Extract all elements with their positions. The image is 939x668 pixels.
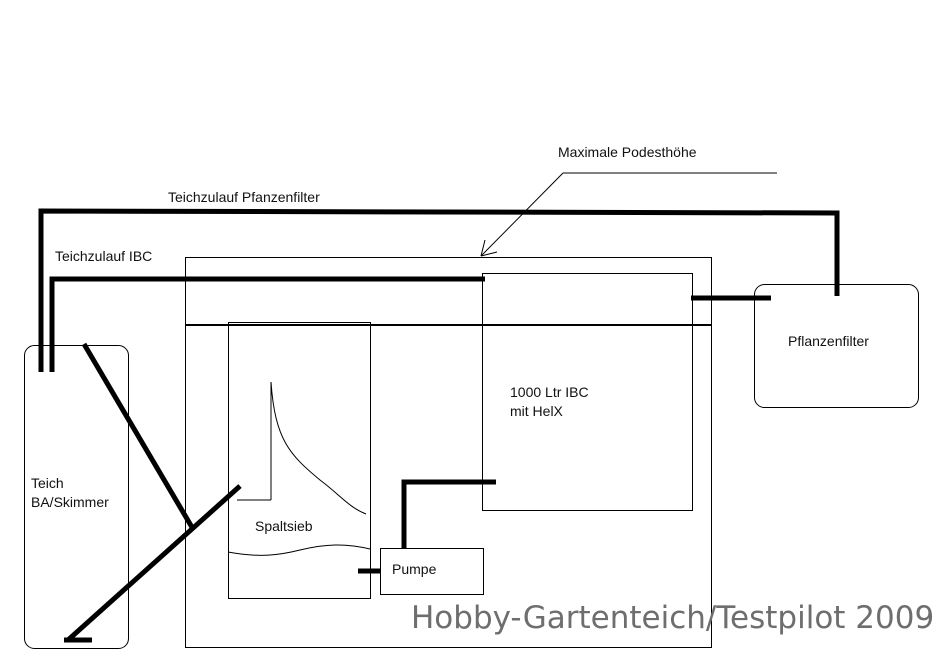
watermark-text: Hobby-Gartenteich/Testpilot 2009 [411, 600, 934, 636]
label-teichzulauf-pflanzenfilter: Teichzulauf Pfanzenfilter [168, 189, 320, 205]
spaltsieb-screen [270, 381, 367, 515]
spaltsieb-box [228, 322, 371, 599]
pipes [38, 208, 840, 643]
pipe-bodenablauf [66, 484, 242, 642]
label-teich: Teich [31, 475, 64, 491]
label-pflanzenfilter: Pflanzenfilter [788, 333, 869, 349]
pipe-skimmer [81, 342, 196, 531]
pipe-pumpe-to-ibc [401, 479, 496, 549]
label-ibc: 1000 Ltr IBC [510, 384, 589, 400]
label-teichzulauf-ibc: Teichzulauf IBC [55, 248, 152, 264]
teich-box [24, 345, 129, 649]
label-spaltsieb: Spaltsieb [255, 518, 313, 534]
podest-box [185, 257, 712, 648]
pipe-teichzulauf-ibc [49, 276, 485, 372]
spaltsieb-water [227, 544, 371, 556]
label-helx: mit HelX [510, 403, 564, 419]
pipe-teichzulauf-pflanzenfilter [38, 208, 840, 372]
ibc-box [482, 273, 693, 511]
label-pumpe: Pumpe [392, 561, 437, 577]
label-ba-skimmer: BA/Skimmer [31, 494, 109, 510]
label-podesthoehe: Maximale Podesthöhe [558, 144, 697, 160]
